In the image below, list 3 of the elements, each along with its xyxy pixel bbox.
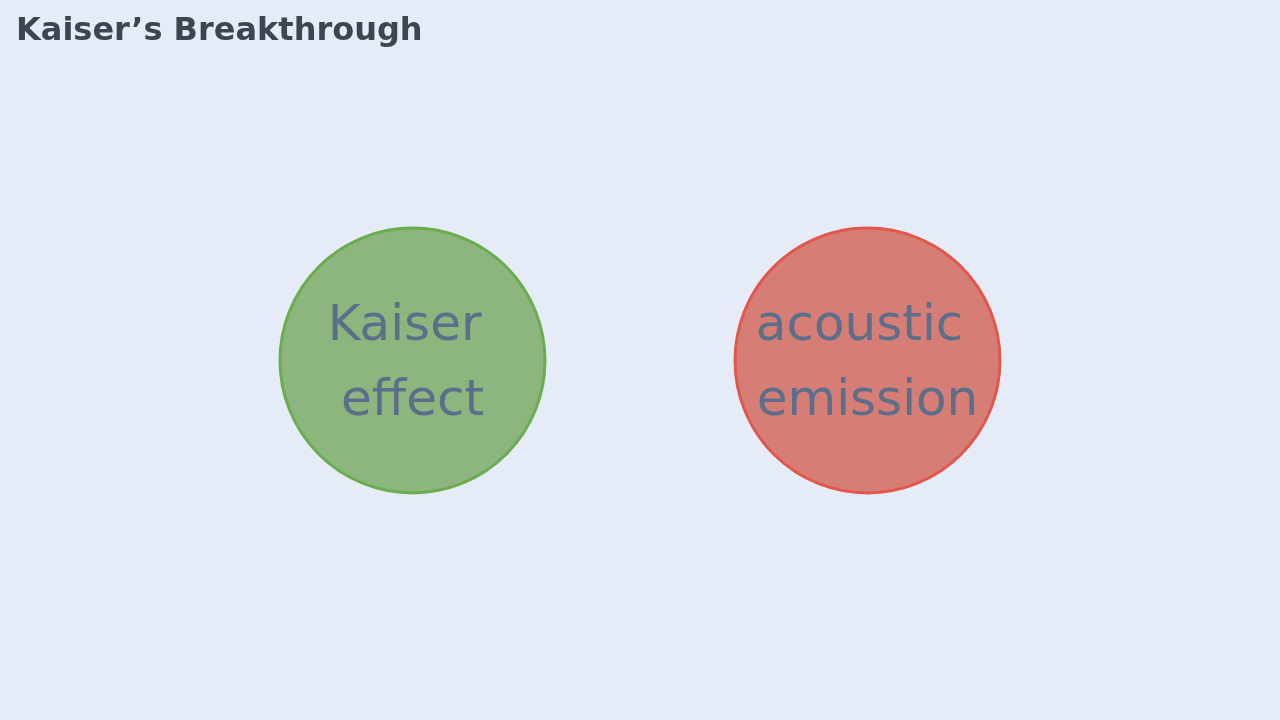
node-circle: acoustic emission <box>733 226 1002 494</box>
node-circle: Kaiser effect <box>278 226 547 494</box>
title: Kaiser’s Breakthrough <box>16 10 423 48</box>
